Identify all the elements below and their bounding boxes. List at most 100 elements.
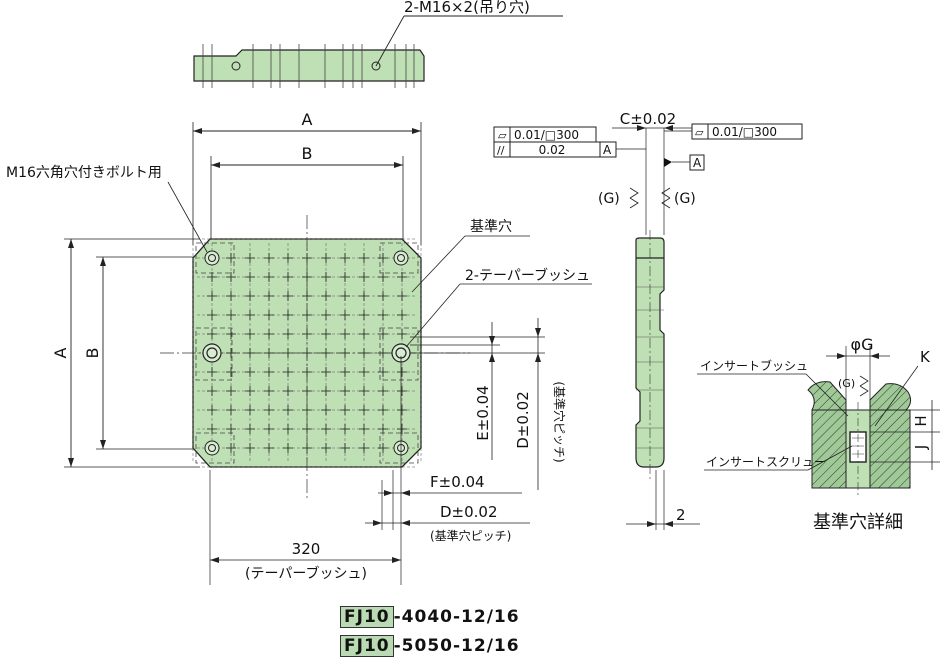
dim-f: F±0.04	[430, 473, 485, 491]
grid-cross	[340, 310, 350, 320]
grid-cross	[226, 310, 236, 320]
grid-cross	[283, 310, 293, 320]
model-code-2: FJ10	[340, 635, 394, 657]
grid-cross	[207, 329, 217, 339]
grid-cross	[245, 405, 255, 415]
ref-hole-label: 基準穴	[470, 218, 512, 235]
svg-text:▱: ▱	[498, 129, 507, 142]
taper-bush-label: 2-テーパーブッシュ	[465, 267, 590, 284]
grid-cross	[340, 386, 350, 396]
grid-cross	[321, 310, 331, 320]
plan-annotations: M16六角穴付きボルト用 基準穴 2-テーパーブッシュ	[6, 165, 592, 348]
grid-cross	[359, 272, 369, 282]
phi-g: φG	[851, 335, 874, 354]
right-dimensions: E±0.04 D±0.02 (基準穴ピッチ)	[410, 318, 567, 490]
lifting-holes-label: 2-M16×2(吊り穴)	[404, 0, 530, 16]
grid-cross	[283, 405, 293, 415]
grid-cross	[340, 443, 350, 453]
grid-cross	[397, 424, 407, 434]
svg-text:▱: ▱	[695, 126, 704, 139]
grid-cross	[207, 291, 217, 301]
grid-cross	[283, 329, 293, 339]
pitch-note-bottom: (基準穴ピッチ)	[430, 528, 511, 543]
grid-cross	[378, 272, 388, 282]
grid-cross	[245, 272, 255, 282]
grid-cross	[340, 424, 350, 434]
grid-cross	[245, 310, 255, 320]
grid-cross	[340, 367, 350, 377]
dim-e: E±0.04	[474, 385, 492, 440]
grid-cross	[264, 367, 274, 377]
tol-par: 0.02	[539, 143, 566, 157]
grid-cross	[321, 424, 331, 434]
dim-a-left: A	[51, 347, 70, 358]
grid-cross	[397, 291, 407, 301]
grid-cross	[397, 405, 407, 415]
grid-cross	[378, 386, 388, 396]
grid-cross	[264, 291, 274, 301]
grid-cross	[378, 291, 388, 301]
dim-320: 320	[292, 540, 321, 558]
ref-hole-detail: φG (G) K H J インサートブッシュ インサートスクリュー 基準穴詳細	[697, 335, 940, 533]
grid-cross	[359, 386, 369, 396]
top-profile-view: 2-M16×2(吊り穴)	[193, 0, 563, 88]
grid-cross	[321, 253, 331, 263]
grid-cross	[340, 272, 350, 282]
grid-cross	[378, 405, 388, 415]
grid-cross	[359, 367, 369, 377]
pitch-note-vertical: (基準穴ピッチ)	[552, 381, 567, 462]
dim-a-top: A	[302, 110, 313, 129]
model-row-2: FJ10-5050-12/16	[340, 635, 520, 657]
finish-g-right: (G)	[674, 191, 696, 207]
grid-cross	[245, 329, 255, 339]
grid-cross	[397, 310, 407, 320]
grid-cross	[226, 291, 236, 301]
grid-cross	[207, 367, 217, 377]
grid-cross	[359, 329, 369, 339]
detail-title: 基準穴詳細	[813, 512, 903, 533]
grid-cross	[283, 386, 293, 396]
grid-cross	[264, 253, 274, 263]
grid-cross	[340, 291, 350, 301]
grid-cross	[207, 386, 217, 396]
grid-cross	[283, 424, 293, 434]
tol-flat-right: 0.01/□300	[712, 125, 777, 139]
grid-cross	[359, 291, 369, 301]
grid-cross	[340, 329, 350, 339]
grid-cross	[264, 424, 274, 434]
grid-cross	[283, 367, 293, 377]
grid-cross	[321, 291, 331, 301]
grid-cross	[226, 405, 236, 415]
dim-c: C±0.02	[620, 110, 676, 128]
grid-cross	[245, 443, 255, 453]
grid-cross	[226, 272, 236, 282]
grid-cross	[378, 329, 388, 339]
side-view: C±0.02 ▱ 0.01/□300 // 0.02 A ▱ 0.01/□300…	[493, 110, 803, 530]
grid-cross	[207, 405, 217, 415]
grid-cross	[321, 443, 331, 453]
grid-cross	[340, 253, 350, 263]
grid-cross	[378, 310, 388, 320]
model-code-1: FJ10	[340, 606, 394, 628]
finish-g-left: (G)	[598, 191, 620, 207]
grid-cross	[245, 291, 255, 301]
grid-cross	[226, 367, 236, 377]
insert-screw-label: インサートスクリュー	[706, 455, 826, 469]
grid-cross	[264, 272, 274, 282]
dim-2: 2	[676, 506, 686, 524]
grid-cross	[321, 329, 331, 339]
dim-d-bottom: D±0.02	[440, 503, 498, 521]
grid-cross	[207, 272, 217, 282]
grid-cross	[207, 424, 217, 434]
grid-cross	[397, 367, 407, 377]
grid-cross	[283, 253, 293, 263]
dim-j: J	[912, 445, 930, 450]
grid-cross	[207, 310, 217, 320]
grid-cross	[359, 443, 369, 453]
grid-cross	[283, 272, 293, 282]
grid-cross	[264, 386, 274, 396]
grid-cross	[245, 253, 255, 263]
grid-cross	[226, 329, 236, 339]
dim-d-vertical: D±0.02	[514, 391, 532, 449]
grid-cross	[264, 443, 274, 453]
